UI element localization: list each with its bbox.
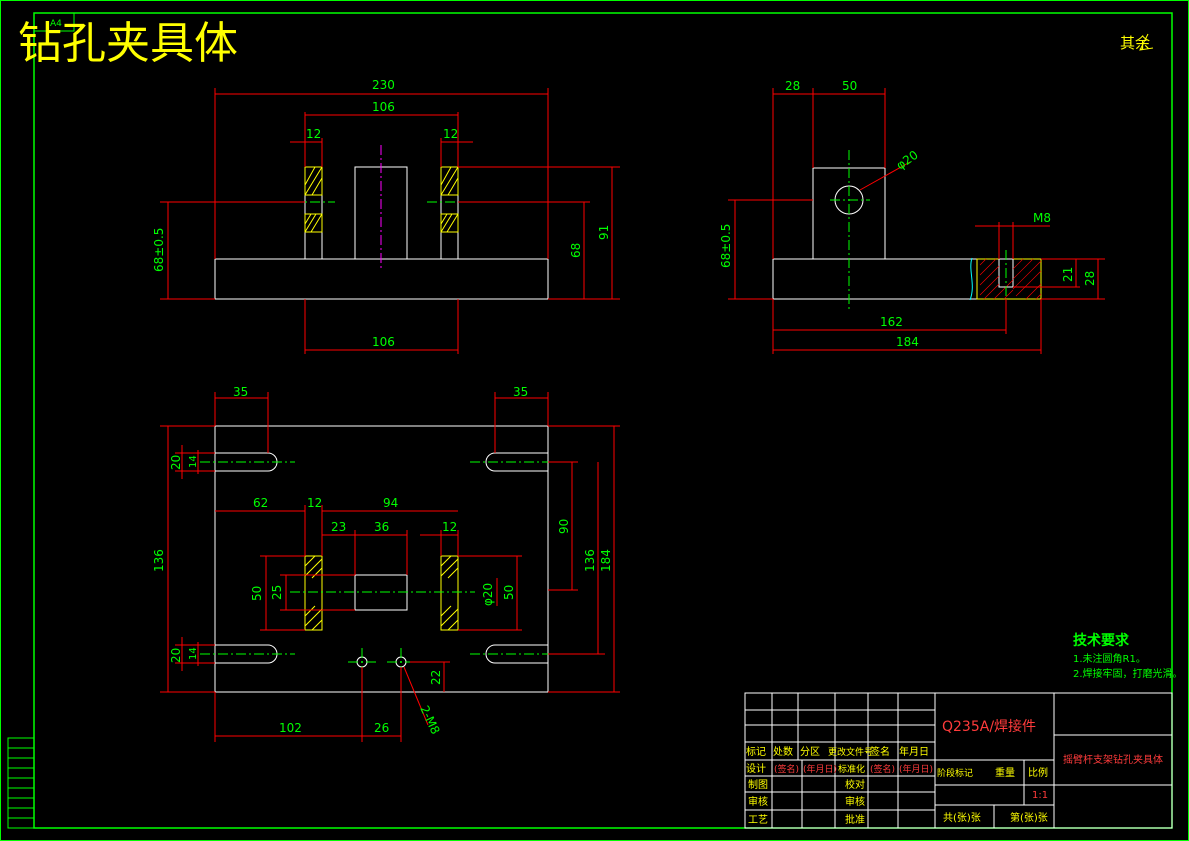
row-label-1: 审核 xyxy=(748,795,768,808)
dim-106-bottom: 106 xyxy=(372,335,395,349)
dim-50-right: 50 xyxy=(502,585,516,600)
hdr-3: 更改文件号 xyxy=(828,746,873,758)
hdr-1: 处数 xyxy=(773,745,793,758)
drawing-title: 钻孔夹具体 xyxy=(18,18,238,69)
right-label-0: 校对 xyxy=(845,778,865,791)
hdr-2: 分区 xyxy=(800,746,820,758)
dim-35-right: 35 xyxy=(513,385,528,399)
sheet-no: 第(张)张 xyxy=(1010,811,1048,824)
dim-50-left: 50 xyxy=(250,586,264,601)
design-0: 设计 xyxy=(746,762,766,775)
inner-frame xyxy=(33,12,1173,829)
dim-20-top: 20 xyxy=(169,455,183,470)
corner-tag: A4 xyxy=(50,19,62,29)
title-block: Q235A/焊接件 摇臂杆支架钻孔夹具体 标记 处数 分区 更改文件号 签名 年… xyxy=(744,692,1173,829)
design-2: (年月日) xyxy=(803,763,837,775)
dim-22: 22 xyxy=(429,670,443,685)
dim-184-side: 184 xyxy=(896,335,919,349)
part-name: 摇臂杆支架钻孔夹具体 xyxy=(1063,753,1163,766)
dim-12-left: 12 xyxy=(306,127,321,141)
dim-12-right: 12 xyxy=(443,127,458,141)
dim-106-top: 106 xyxy=(372,100,395,114)
dim-25: 25 xyxy=(270,585,284,600)
dim-12-lug: 12 xyxy=(307,496,322,510)
design-5: (年月日) xyxy=(899,763,933,775)
dim-m8: M8 xyxy=(1033,211,1051,225)
dim-62: 62 xyxy=(253,496,268,510)
dim-68: 68 xyxy=(569,243,583,258)
tech-req-heading: 技术要求 xyxy=(1073,632,1130,649)
row-label-2: 工艺 xyxy=(748,814,768,826)
top-view: 35 35 20 14 62 12 94 23 36 12 136 50 25 … xyxy=(152,385,620,742)
front-view: 230 106 12 12 68±0.5 68 91 106 xyxy=(152,78,620,354)
tech-req-2: 2.焊接牢固，打磨光滑。 xyxy=(1073,667,1183,680)
hdr-4: 签名 xyxy=(870,745,890,758)
dim-35-left: 35 xyxy=(233,385,248,399)
dim-136-left: 136 xyxy=(152,549,166,572)
dim-23: 23 xyxy=(331,520,346,534)
tech-req-1: 1.未注圆角R1。 xyxy=(1073,652,1146,665)
stage-label: 阶段标记 xyxy=(937,767,973,779)
right-label-1: 审核 xyxy=(845,795,865,808)
dim-14-top: 14 xyxy=(188,455,199,468)
dim-162: 162 xyxy=(880,315,903,329)
weight-label: 重量 xyxy=(995,766,1015,779)
dim-68-tol: 68±0.5 xyxy=(152,228,166,272)
dim-14-bottom: 14 xyxy=(188,647,199,660)
side-view: 28 50 φ20 68±0.5 M8 21 28 162 184 xyxy=(719,79,1105,354)
design-3: 标准化 xyxy=(838,763,865,775)
margin-table xyxy=(7,737,35,829)
dim-28-base: 28 xyxy=(1083,271,1097,286)
dim-94: 94 xyxy=(383,496,398,510)
design-1: (签名) xyxy=(774,763,799,775)
dim-91: 91 xyxy=(597,225,611,240)
scale-label: 比例 xyxy=(1028,766,1048,779)
corner-tag-box xyxy=(33,12,75,32)
dim-36: 36 xyxy=(374,520,389,534)
dim-12-lug-right: 12 xyxy=(442,520,457,534)
dim-26: 26 xyxy=(374,721,389,735)
dim-136-right: 136 xyxy=(583,549,597,572)
dim-20-bottom: 20 xyxy=(169,648,183,663)
roughness-symbol xyxy=(1139,33,1154,51)
dim-28-side: 28 xyxy=(785,79,800,93)
hdr-5: 年月日 xyxy=(899,745,929,758)
dim-230: 230 xyxy=(372,78,395,92)
scale-value: 1:1 xyxy=(1032,790,1048,801)
right-label-2: 批准 xyxy=(845,813,865,826)
dim-102: 102 xyxy=(279,721,302,735)
dim-phi20-top: φ20 xyxy=(481,583,495,606)
dim-90: 90 xyxy=(557,519,571,534)
corner-note: 其余 xyxy=(1120,34,1150,52)
hdr-0: 标记 xyxy=(746,746,766,758)
dim-68-tol-side: 68±0.5 xyxy=(719,224,733,268)
row-label-0: 制图 xyxy=(748,778,768,791)
dim-50-side: 50 xyxy=(842,79,857,93)
material-label: Q235A/焊接件 xyxy=(942,718,1036,735)
dim-184-top: 184 xyxy=(599,549,613,572)
design-4: (签名) xyxy=(870,763,895,775)
dim-2-m8: 2-M8 xyxy=(417,703,442,736)
dim-21: 21 xyxy=(1061,267,1075,282)
sheet-total: 共(张)张 xyxy=(943,812,981,824)
